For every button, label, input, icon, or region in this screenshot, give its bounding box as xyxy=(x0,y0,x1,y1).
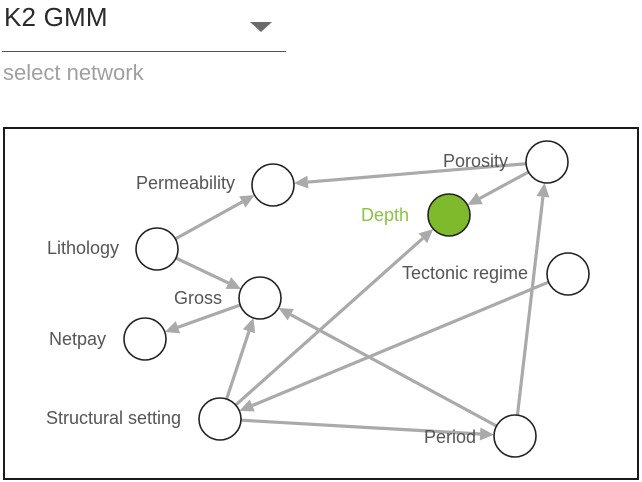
node-circle[interactable] xyxy=(238,276,282,320)
edge-structural_setting-to-period xyxy=(240,418,495,441)
edge-structural_setting-to-depth xyxy=(234,228,434,407)
edge-porosity-to-depth xyxy=(467,170,530,206)
node-circle[interactable] xyxy=(525,140,569,184)
edge-period-to-porosity xyxy=(515,182,550,416)
node-lithology[interactable]: Lithology xyxy=(47,227,179,271)
arrowhead-icon xyxy=(293,175,309,189)
nodes-layer: Permeability PorosityDepthLithologyTecton… xyxy=(46,140,590,458)
node-circle[interactable] xyxy=(198,397,242,441)
network-select[interactable]: K2 GMM xyxy=(2,0,286,52)
node-circle[interactable] xyxy=(251,163,295,207)
node-porosity[interactable]: Porosity xyxy=(443,140,569,184)
arrowhead-icon xyxy=(164,321,181,334)
arrowhead-icon xyxy=(239,195,255,208)
node-circle[interactable] xyxy=(427,193,471,237)
node-label: Gross xyxy=(174,288,222,308)
arrowhead-icon xyxy=(467,192,483,206)
arrowhead-icon xyxy=(479,427,495,441)
node-period[interactable]: Period xyxy=(424,414,537,458)
node-circle[interactable] xyxy=(546,252,590,296)
node-tectonic-regime[interactable]: Tectonic regime xyxy=(402,252,590,296)
arrowhead-icon xyxy=(536,182,550,198)
node-gross[interactable]: Gross xyxy=(174,276,282,320)
node-netpay[interactable]: Netpay xyxy=(49,317,167,361)
node-label: Netpay xyxy=(49,329,106,349)
arrowhead-icon xyxy=(278,307,294,321)
node-structural-setting[interactable]: Structural setting xyxy=(46,397,242,441)
triangle-down-icon[interactable] xyxy=(250,22,272,32)
node-label: Period xyxy=(424,427,476,447)
node-label: Lithology xyxy=(47,238,119,258)
arrowhead-icon xyxy=(418,228,434,244)
network-select-helper-text: select network xyxy=(3,60,144,85)
node-depth[interactable]: Depth xyxy=(361,193,471,237)
node-label: Porosity xyxy=(443,151,508,171)
network-graph-canvas: Permeability PorosityDepthLithologyTecton… xyxy=(46,140,590,458)
node-permeability[interactable]: Permeability xyxy=(136,163,295,207)
arrowhead-icon xyxy=(242,317,256,334)
node-label: Permeability xyxy=(136,173,235,193)
node-circle[interactable] xyxy=(493,414,537,458)
edges-layer xyxy=(164,162,550,441)
edge-gross-to-netpay xyxy=(164,303,241,334)
node-label: Tectonic regime xyxy=(402,263,528,283)
node-label: Structural setting xyxy=(46,408,181,428)
edge-porosity-to-permeability xyxy=(293,162,527,189)
network-select-value: K2 GMM xyxy=(4,2,108,32)
edge-tectonic_regime-to-structural_setting xyxy=(239,280,550,412)
node-circle[interactable] xyxy=(123,317,167,361)
edge-lithology-to-permeability xyxy=(174,195,255,241)
node-circle[interactable] xyxy=(135,227,179,271)
edge-structural_setting-to-gross xyxy=(225,317,256,400)
edge-lithology-to-gross xyxy=(175,256,242,289)
arrowhead-icon xyxy=(225,277,242,289)
edge-period-to-gross xyxy=(278,307,498,428)
arrowhead-icon xyxy=(239,399,255,412)
node-label: Depth xyxy=(361,205,409,225)
